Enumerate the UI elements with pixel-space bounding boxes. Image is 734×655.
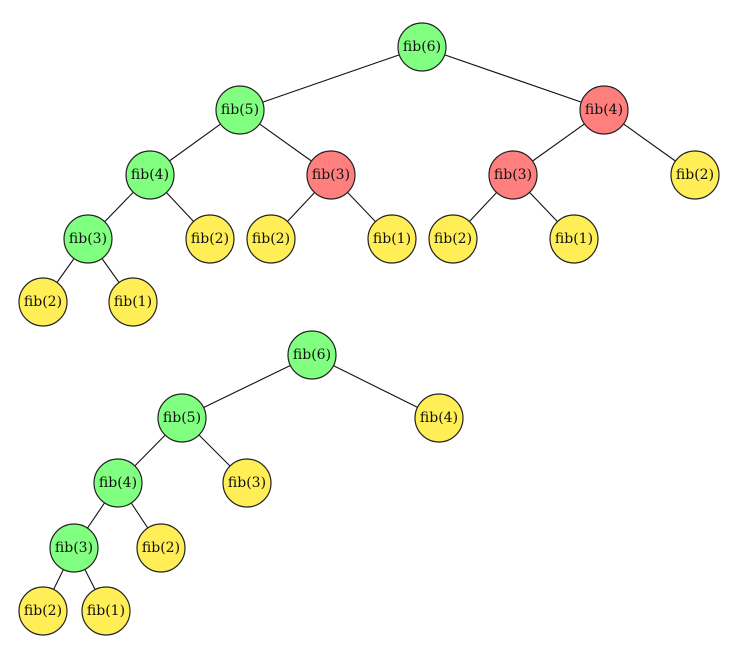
tree1-node-label: fib(1) bbox=[114, 294, 152, 310]
tree1-node-label: fib(2) bbox=[24, 294, 62, 310]
tree1-node: fib(4) bbox=[125, 150, 175, 200]
tree2-node-circle bbox=[49, 523, 99, 573]
tree1-node-circle bbox=[428, 214, 478, 264]
tree1-node-circle bbox=[306, 150, 356, 200]
tree1-node-label: fib(5) bbox=[221, 102, 259, 118]
tree2-node: fib(1) bbox=[81, 586, 131, 636]
tree2-node-label: fib(2) bbox=[142, 540, 180, 556]
tree1-node: fib(1) bbox=[549, 214, 599, 264]
tree2-node-circle bbox=[18, 586, 68, 636]
tree1-node-circle bbox=[185, 214, 235, 264]
tree2-node-circle bbox=[222, 458, 272, 508]
tree2-node: fib(6) bbox=[287, 330, 337, 380]
tree2-node: fib(2) bbox=[18, 586, 68, 636]
tree1-node: fib(3) bbox=[488, 150, 538, 200]
tree2-node-circle bbox=[93, 458, 143, 508]
tree1-node-label: fib(3) bbox=[312, 167, 350, 183]
tree2-node: fib(4) bbox=[414, 393, 464, 443]
tree1-node-label: fib(4) bbox=[585, 102, 623, 118]
tree2-node-label: fib(3) bbox=[55, 540, 93, 556]
tree1-node-label: fib(2) bbox=[676, 167, 714, 183]
tree2-node-label: fib(6) bbox=[293, 347, 331, 363]
tree1-node-circle bbox=[18, 277, 68, 327]
tree1-node-label: fib(1) bbox=[373, 231, 411, 247]
tree2-node-label: fib(3) bbox=[228, 475, 266, 491]
tree1-node-label: fib(2) bbox=[252, 231, 290, 247]
tree2-node-label: fib(5) bbox=[163, 410, 201, 426]
tree2-node-label: fib(4) bbox=[99, 475, 137, 491]
tree2-node: fib(3) bbox=[222, 458, 272, 508]
tree2-node-label: fib(4) bbox=[420, 410, 458, 426]
tree1-node: fib(3) bbox=[306, 150, 356, 200]
tree1-node-label: fib(2) bbox=[191, 231, 229, 247]
tree1-node: fib(6) bbox=[397, 22, 447, 72]
tree1-node: fib(2) bbox=[670, 150, 720, 200]
tree1-node-label: fib(3) bbox=[69, 231, 107, 247]
tree1-node-label: fib(1) bbox=[555, 231, 593, 247]
tree2-node: fib(3) bbox=[49, 523, 99, 573]
tree2-node: fib(2) bbox=[136, 523, 186, 573]
tree1-node: fib(1) bbox=[108, 277, 158, 327]
tree1-node-label: fib(6) bbox=[403, 39, 441, 55]
tree2-node-label: fib(1) bbox=[87, 603, 125, 619]
tree2-node-circle bbox=[414, 393, 464, 443]
tree2-node-circle bbox=[287, 330, 337, 380]
tree2-node: fib(4) bbox=[93, 458, 143, 508]
tree1-edge bbox=[421, 46, 605, 111]
tree2-node: fib(5) bbox=[157, 393, 207, 443]
tree1-node: fib(4) bbox=[579, 85, 629, 135]
tree1-node: fib(2) bbox=[18, 277, 68, 327]
tree2-node-label: fib(2) bbox=[24, 603, 62, 619]
tree1-node-circle bbox=[246, 214, 296, 264]
tree1-node: fib(2) bbox=[246, 214, 296, 264]
tree2-node-circle bbox=[81, 586, 131, 636]
tree1-node-circle bbox=[367, 214, 417, 264]
tree1-node: fib(2) bbox=[185, 214, 235, 264]
nodes-layer: fib(6) fib(5) fib(4) fib(4) fib(3) fib(3) fib(… bbox=[18, 22, 720, 636]
tree1-node: fib(1) bbox=[367, 214, 417, 264]
tree2-node-circle bbox=[136, 523, 186, 573]
tree1-node-circle bbox=[397, 22, 447, 72]
tree1-node-circle bbox=[215, 85, 265, 135]
tree1-node: fib(5) bbox=[215, 85, 265, 135]
tree1-node-circle bbox=[63, 214, 113, 264]
tree1-node-circle bbox=[108, 277, 158, 327]
tree1-node: fib(3) bbox=[63, 214, 113, 264]
tree1-node-circle bbox=[670, 150, 720, 200]
tree2-node-circle bbox=[157, 393, 207, 443]
tree1-node-circle bbox=[549, 214, 599, 264]
tree1-node-circle bbox=[125, 150, 175, 200]
tree1-node-label: fib(2) bbox=[434, 231, 472, 247]
tree1-node: fib(2) bbox=[428, 214, 478, 264]
tree1-node-circle bbox=[488, 150, 538, 200]
tree1-node-label: fib(3) bbox=[494, 167, 532, 183]
tree1-node-circle bbox=[579, 85, 629, 135]
tree1-edge bbox=[239, 46, 423, 111]
tree1-node-label: fib(4) bbox=[131, 167, 169, 183]
